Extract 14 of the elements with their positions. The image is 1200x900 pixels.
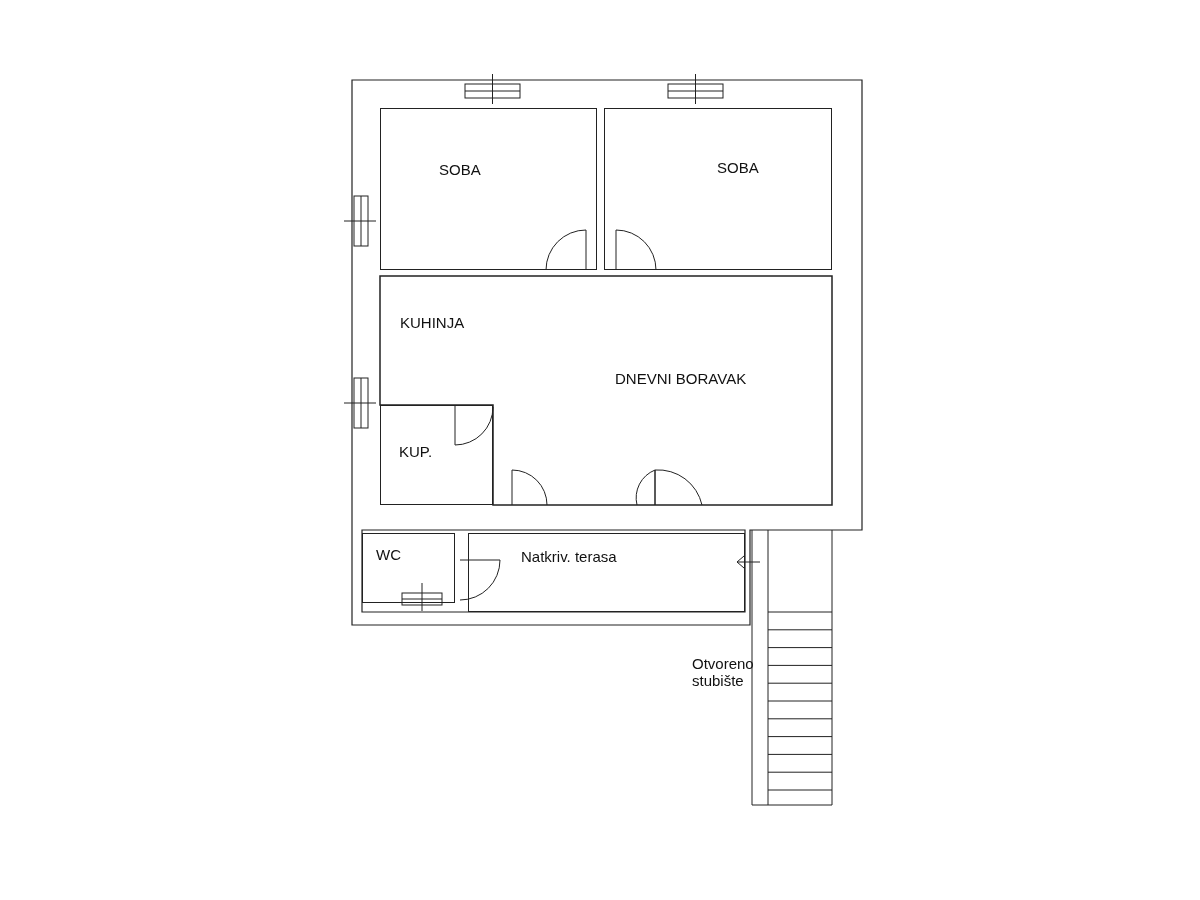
room bbox=[604, 108, 832, 270]
room-name: DNEVNI BORAVAK bbox=[615, 370, 747, 387]
room-name: WC bbox=[376, 546, 401, 563]
room-name: Natkriv. terasa bbox=[521, 548, 617, 565]
room-name: SOBA bbox=[439, 161, 481, 178]
room-name: KUP. bbox=[399, 443, 433, 460]
room-name: KUHINJA bbox=[400, 314, 465, 331]
room bbox=[380, 405, 493, 505]
room bbox=[468, 533, 745, 612]
room-name: SOBA bbox=[717, 159, 759, 176]
room bbox=[380, 108, 597, 270]
room bbox=[362, 533, 455, 603]
area-label: Otvoreno stubište bbox=[692, 655, 752, 689]
room bbox=[380, 276, 832, 505]
